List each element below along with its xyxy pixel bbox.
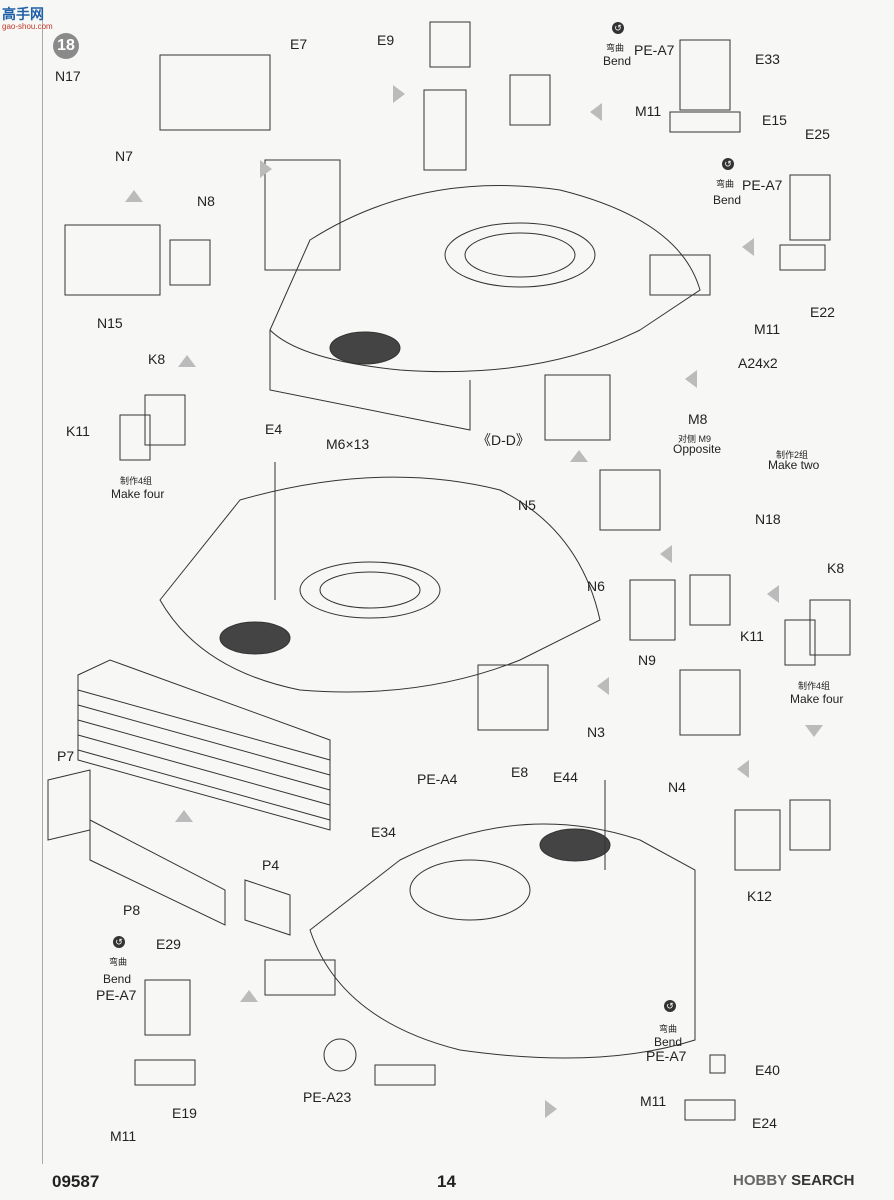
bend-label-cn: 弯曲 <box>109 957 128 967</box>
bend-label-cn: 弯曲 <box>659 1024 678 1034</box>
part-label: N5 <box>518 497 536 513</box>
direction-arrow <box>590 103 602 121</box>
part-label: E4 <box>265 421 283 437</box>
page-number: 14 <box>437 1172 456 1191</box>
direction-arrow <box>660 545 672 563</box>
make-four-cn: 制作4组 <box>798 681 831 691</box>
middle-turret-drawing <box>159 476 601 693</box>
part-label: N18 <box>755 511 781 527</box>
box-n17-stack <box>159 54 271 131</box>
brand-watermark: HOBBY SEARCH <box>733 1172 854 1189</box>
part-label: E15 <box>762 112 787 128</box>
part-label: K11 <box>66 423 90 439</box>
direction-arrow <box>685 370 697 388</box>
part-label: M6×13 <box>326 436 370 452</box>
direction-arrow <box>125 190 143 202</box>
part-label: E40 <box>755 1062 780 1078</box>
bend-icon: ↺ <box>612 22 624 34</box>
part-label: N15 <box>97 315 123 331</box>
part-label: K11 <box>740 628 764 644</box>
part-label: P7 <box>57 748 75 764</box>
bend-label-cn: 弯曲 <box>716 179 735 189</box>
direction-arrow <box>260 160 272 178</box>
part-label: M11 <box>754 321 781 337</box>
part-label: M11 <box>640 1093 667 1109</box>
slat-armor-drawing <box>77 659 331 831</box>
part-label: N6 <box>587 578 605 594</box>
part-label: K8 <box>148 351 166 367</box>
bend-icon: ↺ <box>113 936 125 948</box>
part-label: M11 <box>635 103 662 119</box>
part-label: E24 <box>752 1115 777 1131</box>
part-label: E22 <box>810 304 835 320</box>
part-label: E25 <box>805 126 830 142</box>
part-label: PE-A7 <box>646 1048 687 1064</box>
bend-icon: ↺ <box>664 1000 676 1012</box>
bend-label-en: Bend <box>713 193 742 207</box>
part-label: M11 <box>110 1128 137 1144</box>
brand-search: SEARCH <box>791 1172 855 1189</box>
direction-arrow <box>178 355 196 367</box>
opposite-cn: 对侧 M9 <box>678 434 712 444</box>
part-label: P4 <box>262 857 280 873</box>
part-label: N7 <box>115 148 133 164</box>
part-label: E29 <box>156 936 181 952</box>
part-label: PE-A4 <box>417 771 458 787</box>
make-two-en: Make two <box>768 458 820 472</box>
direction-arrow <box>570 450 588 462</box>
part-label: E19 <box>172 1105 197 1121</box>
watermark-url: gao-shou.com <box>2 22 53 31</box>
direction-arrow <box>805 725 823 737</box>
part-label: P8 <box>123 902 141 918</box>
direction-arrow <box>597 677 609 695</box>
direction-arrow <box>393 85 405 103</box>
make-four-cn: 制作4组 <box>120 476 153 486</box>
part-label: E7 <box>290 36 308 52</box>
bend-label-cn: 弯曲 <box>606 43 625 53</box>
direction-arrow <box>737 760 749 778</box>
part-label: N8 <box>197 193 215 209</box>
bend-label-en: Bend <box>103 972 132 986</box>
lower-turret-drawing <box>309 823 696 1059</box>
bend-icon: ↺ <box>722 158 734 170</box>
part-label: PE-A7 <box>742 177 783 193</box>
make-two-cn: 制作2组 <box>776 450 809 460</box>
page-frame <box>42 14 863 1164</box>
part-label: K8 <box>827 560 845 576</box>
part-label: N4 <box>668 779 686 795</box>
view-label: 《D-D》 <box>477 432 530 448</box>
part-label: N17 <box>55 68 81 84</box>
part-label: E44 <box>553 769 578 785</box>
direction-arrow <box>767 585 779 603</box>
direction-arrow <box>545 1100 557 1118</box>
brand-hobby: HOBBY <box>733 1172 787 1189</box>
step-number-badge: 18 <box>53 33 79 59</box>
part-label: PE-A7 <box>634 42 675 58</box>
product-code: 09587 <box>52 1172 100 1191</box>
part-label: N9 <box>638 652 656 668</box>
opposite-en: Opposite <box>673 442 722 456</box>
part-label: PE-A7 <box>96 987 137 1003</box>
make-four-en: Make four <box>111 487 165 501</box>
direction-arrow <box>175 810 193 822</box>
watermark-logo: 高手网 <box>2 6 44 22</box>
direction-arrow <box>742 238 754 256</box>
bend-label-en: Bend <box>603 54 632 68</box>
part-label: N3 <box>587 724 605 740</box>
make-four-en: Make four <box>790 692 844 706</box>
part-label: E34 <box>371 824 396 840</box>
bend-label-en: Bend <box>654 1035 683 1049</box>
part-label: E9 <box>377 32 395 48</box>
direction-arrow <box>240 990 258 1002</box>
upper-turret-drawing <box>269 185 701 373</box>
part-label: E33 <box>755 51 780 67</box>
part-label: PE-A23 <box>303 1089 352 1105</box>
part-label: A24x2 <box>738 355 778 371</box>
part-label: E8 <box>511 764 529 780</box>
part-label: M8 <box>688 411 708 427</box>
box-n15-stack <box>64 224 161 296</box>
part-label: K12 <box>747 888 772 904</box>
